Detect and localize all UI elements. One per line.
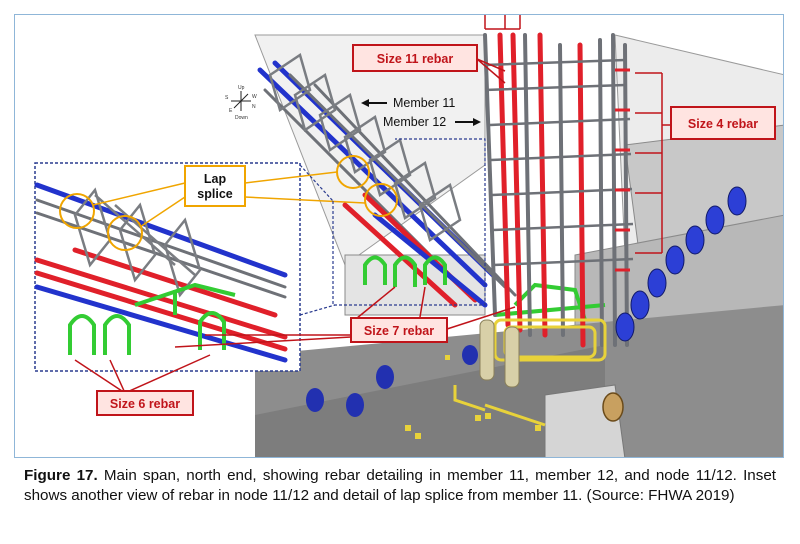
compass-down: Down — [235, 115, 248, 121]
orientation-compass: Up Down S W N E — [225, 85, 257, 121]
compass-n: N — [252, 104, 256, 110]
size-11-callout: Size 11 rebar — [352, 15, 521, 84]
figure-caption: Figure 17. Main span, north end, showing… — [24, 466, 776, 506]
member-12-label: Member 12 — [383, 115, 446, 129]
caption-text: Main span, north end, showing rebar deta… — [24, 467, 776, 504]
size-4-label: Size 4 rebar — [688, 117, 758, 131]
figure-frame: Lap splice Up Down S W N E Member 11 Mem… — [14, 14, 784, 458]
caption-label: Figure 17. — [24, 467, 98, 484]
lap-splice-label-line1: Lap — [204, 172, 227, 186]
drain-ducts — [615, 186, 747, 342]
post-tensioning-ducts — [479, 319, 520, 388]
lap-splice-circles — [59, 155, 398, 251]
size-4-hooks — [615, 68, 630, 272]
size-11-label: Size 11 rebar — [377, 52, 454, 66]
compass-e: E — [229, 108, 233, 114]
size-6-callout: Size 6 rebar — [74, 354, 211, 416]
rebar-diagram: Lap splice Up Down S W N E Member 11 Mem… — [34, 15, 783, 457]
deck-voids — [306, 345, 478, 417]
compass-s: S — [225, 95, 229, 101]
pipe-outlet — [602, 392, 624, 422]
size-4-ties — [484, 58, 634, 267]
size-7-label: Size 7 rebar — [364, 324, 434, 338]
member-labels: Member 11 Member 12 — [361, 96, 481, 129]
size-7-rebar-main — [363, 255, 606, 321]
size-6-rebar-inset — [68, 282, 236, 355]
size-7-callout: Size 7 rebar — [174, 286, 516, 348]
compass-w: W — [252, 94, 257, 100]
node-yellow-rebar — [453, 318, 607, 427]
compass-up: Up — [238, 85, 245, 91]
member-11-label: Member 11 — [393, 96, 455, 110]
size-4-callout: Size 4 rebar — [635, 72, 776, 254]
member-11-stirrups — [268, 53, 462, 242]
lap-splice-leaders — [92, 171, 366, 228]
deck-small-bars — [405, 355, 541, 439]
lap-splice-label-line2: splice — [197, 187, 232, 201]
lap-splice-box — [184, 165, 246, 207]
inset-source-box — [299, 138, 486, 316]
size-6-label: Size 6 rebar — [110, 397, 180, 411]
